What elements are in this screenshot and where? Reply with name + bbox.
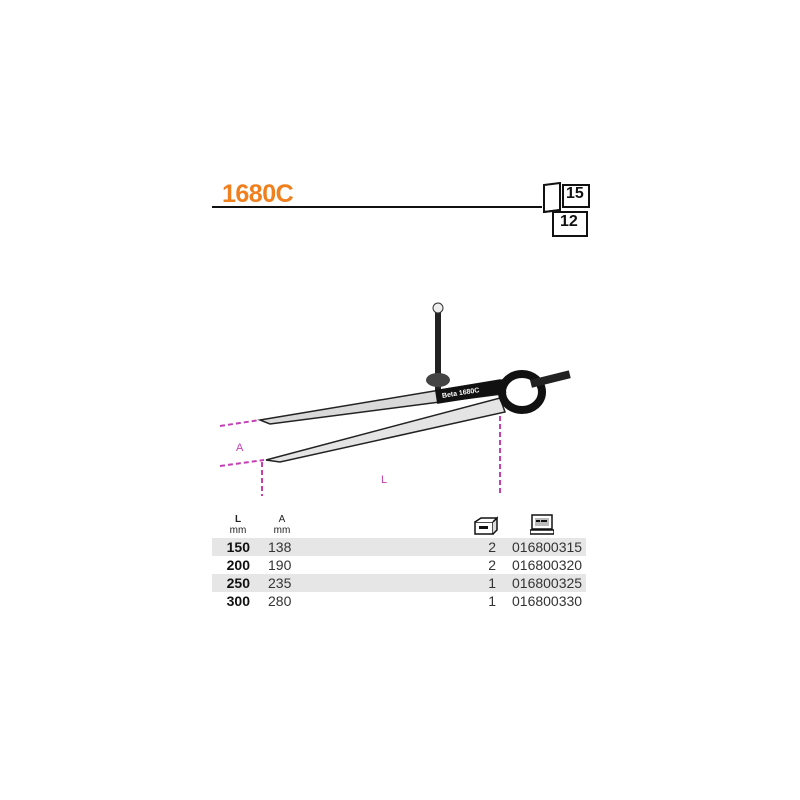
cell-qty: 2 bbox=[488, 557, 496, 573]
cell-a: 190 bbox=[268, 557, 292, 573]
handle bbox=[530, 370, 571, 388]
spring-ring bbox=[498, 370, 546, 414]
header-l: L mm bbox=[226, 514, 250, 536]
header-a: A mm bbox=[270, 514, 294, 536]
badge-bottom-box bbox=[552, 211, 588, 237]
cell-a: 235 bbox=[268, 575, 292, 591]
cell-l: 250 bbox=[226, 575, 250, 591]
header-l-label: L bbox=[234, 514, 242, 525]
table-row: 250 235 1 016800325 bbox=[212, 574, 586, 592]
cell-qty: 2 bbox=[488, 539, 496, 555]
dimension-lines bbox=[219, 416, 501, 496]
cell-a: 280 bbox=[268, 593, 292, 609]
adjust-rod bbox=[435, 310, 441, 390]
cell-a: 138 bbox=[268, 539, 292, 555]
badge-top: 15 bbox=[566, 185, 584, 202]
header-a-unit: mm bbox=[273, 525, 291, 536]
title-rule bbox=[212, 206, 542, 208]
header-l-unit: mm bbox=[229, 525, 247, 536]
compass-illustration: Beta 1680C bbox=[219, 302, 571, 496]
table-row: 300 280 1 016800330 bbox=[212, 592, 586, 610]
product-code: 1680C bbox=[222, 180, 294, 208]
package-icon bbox=[474, 516, 498, 535]
cell-code: 016800320 bbox=[512, 557, 583, 573]
adjust-nut bbox=[426, 373, 450, 387]
badge-top-box bbox=[562, 184, 590, 208]
cell-l: 200 bbox=[226, 557, 250, 573]
cell-code: 016800325 bbox=[512, 575, 583, 591]
cell-l: 300 bbox=[226, 593, 250, 609]
cell-l: 150 bbox=[226, 539, 250, 555]
brand-plate bbox=[435, 379, 507, 404]
cell-code: 016800315 bbox=[512, 539, 583, 555]
dimension-label-a: A bbox=[236, 442, 244, 454]
cell-qty: 1 bbox=[488, 593, 496, 609]
dimension-label-l: L bbox=[381, 474, 388, 486]
table-row: 150 138 2 016800315 bbox=[212, 538, 586, 556]
badge-bottom: 12 bbox=[560, 213, 578, 230]
cell-qty: 1 bbox=[488, 575, 496, 591]
header-a-label: A bbox=[278, 514, 286, 525]
lower-leg bbox=[265, 397, 506, 463]
rod-tip bbox=[432, 302, 444, 314]
cell-code: 016800330 bbox=[512, 593, 583, 609]
computer-icon bbox=[530, 514, 554, 535]
table-row: 200 190 2 016800320 bbox=[212, 556, 586, 574]
